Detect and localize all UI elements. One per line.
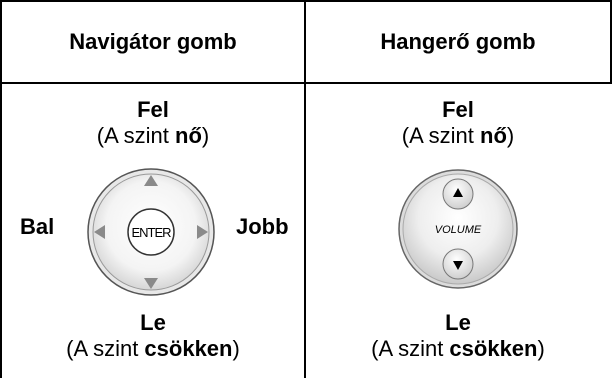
navigator-down-desc: (A szint csökken)	[2, 336, 304, 362]
table-left-border	[0, 0, 2, 378]
enter-button[interactable]	[127, 208, 175, 256]
volume-down-arrow-icon	[453, 261, 463, 270]
volume-down-bold: csökken	[449, 336, 538, 361]
volume-up-caption: Fel (A szint nő)	[306, 97, 610, 149]
navigator-up-desc: (A szint nő)	[2, 123, 304, 149]
navigator-down-title: Le	[140, 310, 166, 335]
enter-label: ENTER	[131, 225, 171, 240]
navigator-button[interactable]: ENTER	[84, 165, 218, 299]
navigator-right-arrow-icon[interactable]	[197, 225, 208, 239]
navigator-right-label: Jobb	[236, 214, 289, 239]
volume-label: VOLUME	[435, 224, 482, 236]
navigator-header: Navigátor gomb	[2, 0, 304, 84]
navigator-down-arrow-icon[interactable]	[144, 278, 158, 289]
volume-up-prefix: (A szint	[401, 123, 481, 148]
navigator-down-suffix: )	[232, 336, 240, 361]
volume-up-suffix: )	[506, 123, 515, 148]
volume-down-prefix: (A szint	[371, 336, 450, 361]
navigator-up-prefix: (A szint	[96, 123, 176, 148]
navigator-down-caption: Le (A szint csökken)	[2, 310, 304, 362]
volume-button[interactable]: VOLUME	[395, 166, 521, 292]
volume-down-title: Le	[445, 310, 471, 335]
navigator-up-caption: Fel (A szint nő)	[2, 97, 304, 149]
volume-up-desc: (A szint nő)	[306, 123, 610, 149]
header-divider	[0, 82, 612, 84]
navigator-left-label: Bal	[20, 214, 55, 239]
navigator-header-label: Navigátor gomb	[69, 29, 237, 54]
navigator-up-arrow-icon[interactable]	[144, 175, 158, 186]
table-top-border	[0, 0, 612, 2]
volume-up-arrow-icon	[453, 188, 463, 197]
volume-down-desc: (A szint csökken)	[306, 336, 610, 362]
navigator-down-bold: csökken	[144, 336, 233, 361]
navigator-down-prefix: (A szint	[66, 336, 145, 361]
volume-header-label: Hangerő gomb	[380, 29, 536, 54]
navigator-left-arrow-icon[interactable]	[94, 225, 105, 239]
volume-up-bold: nő	[480, 123, 507, 148]
volume-down-caption: Le (A szint csökken)	[306, 310, 610, 362]
volume-up-title: Fel	[442, 97, 474, 122]
navigator-up-bold: nő	[175, 123, 202, 148]
column-divider	[304, 0, 306, 378]
volume-down-suffix: )	[537, 336, 545, 361]
navigator-up-title: Fel	[137, 97, 169, 122]
volume-header: Hangerő gomb	[306, 0, 610, 84]
navigator-up-suffix: )	[201, 123, 210, 148]
table-right-border	[610, 0, 612, 84]
